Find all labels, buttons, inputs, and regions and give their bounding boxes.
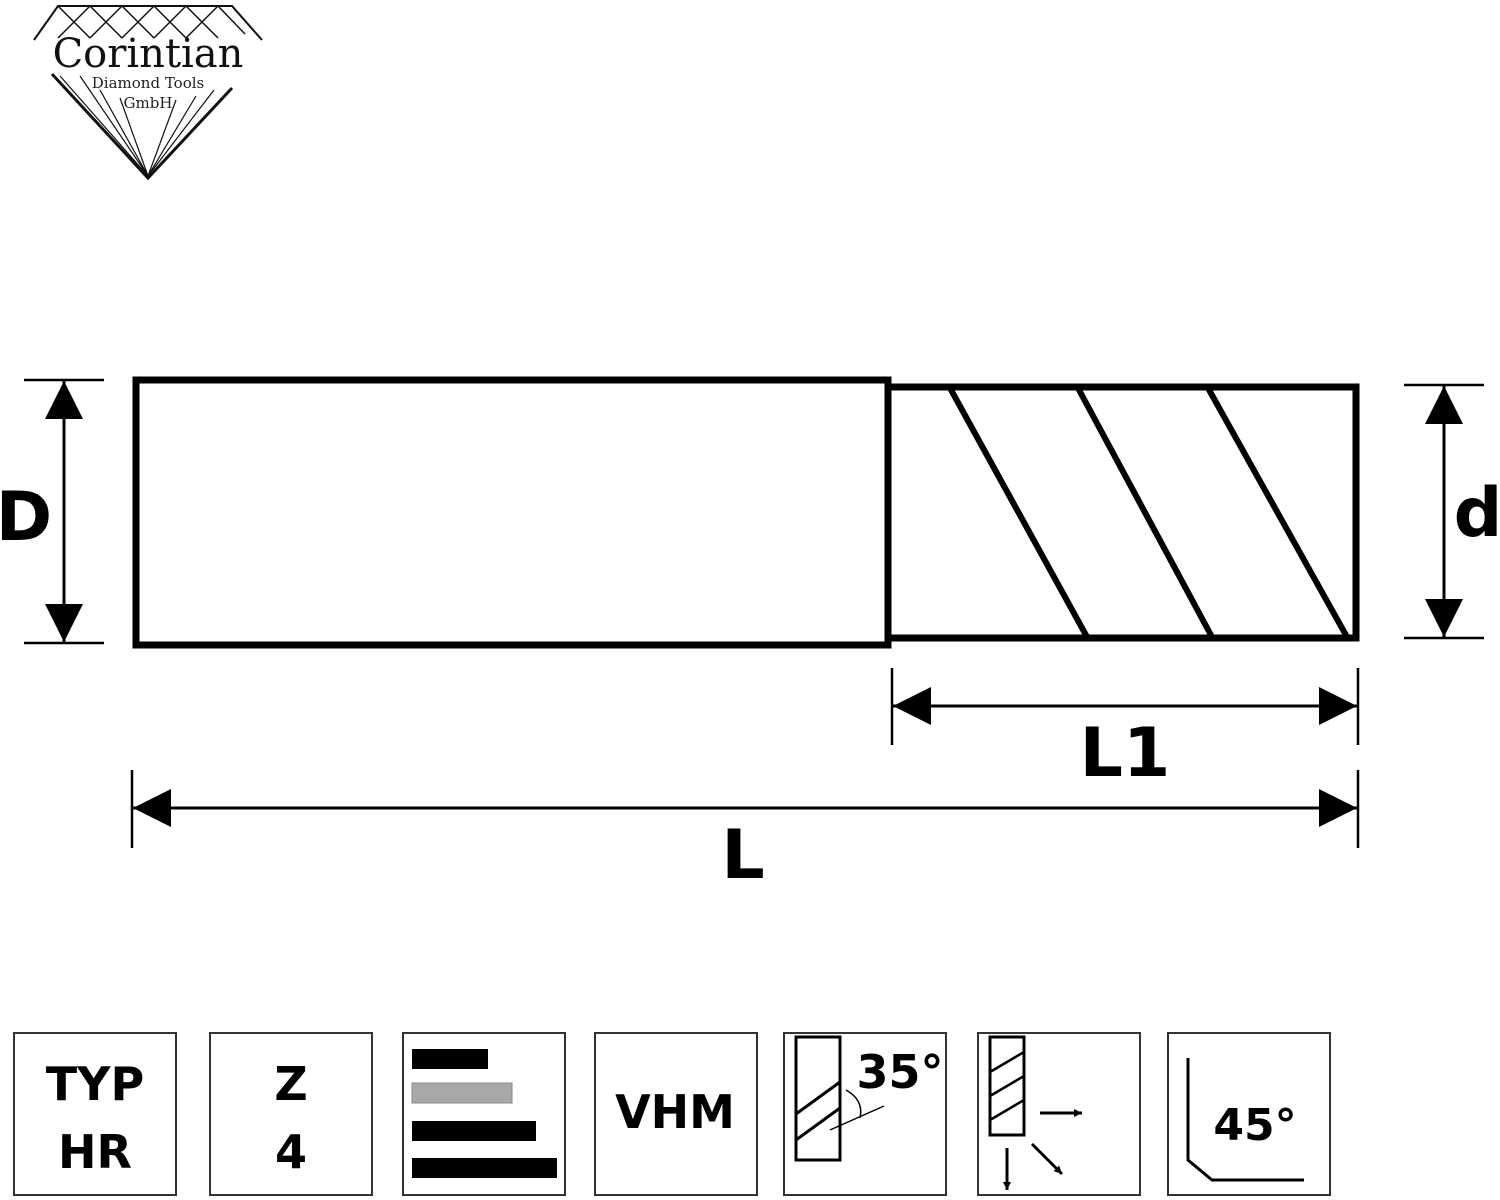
label-total-length: L <box>721 816 764 895</box>
material-icon: VHM <box>594 1032 758 1196</box>
cutting-direction-icon <box>977 1032 1141 1196</box>
helix-angle-text: 35° <box>856 1045 943 1099</box>
tool-outline <box>132 376 1360 649</box>
dimension-d-cutting: d <box>1404 383 1500 640</box>
dimension-l1: L1 <box>890 668 1360 793</box>
spec-icons: TYP HR Z 4 VHM <box>13 1032 1331 1196</box>
type-line1: TYP <box>46 1057 144 1111</box>
logo-name: Corintian <box>53 31 244 77</box>
flutes-line2: 4 <box>275 1125 307 1179</box>
material-text: VHM <box>615 1085 735 1139</box>
type-line2: HR <box>58 1125 132 1179</box>
diamond-icon <box>33 5 263 181</box>
flutes-icon: Z 4 <box>209 1032 373 1196</box>
helix-flutes <box>947 386 1350 639</box>
arrow-diagonal-icon <box>1030 1142 1064 1176</box>
dimension-d-shank: D <box>0 378 104 645</box>
chamfer-icon: 45° <box>1167 1032 1331 1196</box>
company-logo: Corintian Diamond Tools GmbH <box>33 5 263 181</box>
helix-angle-icon: 35° <box>783 1032 947 1196</box>
chamfer-angle-text: 45° <box>1213 1100 1296 1151</box>
shank-rect <box>132 376 892 649</box>
dimension-l: L <box>130 770 1360 895</box>
label-cutting-length: L1 <box>1080 714 1171 793</box>
material-bars-icon <box>402 1032 566 1196</box>
label-cutting-diameter: d <box>1454 474 1500 553</box>
logo-line2: GmbH <box>124 94 173 112</box>
type-icon: TYP HR <box>13 1032 177 1196</box>
cutting-section-rect <box>884 383 1360 642</box>
flutes-line1: Z <box>274 1057 307 1111</box>
label-shank-diameter: D <box>0 478 52 557</box>
logo-line1: Diamond Tools <box>92 74 204 92</box>
